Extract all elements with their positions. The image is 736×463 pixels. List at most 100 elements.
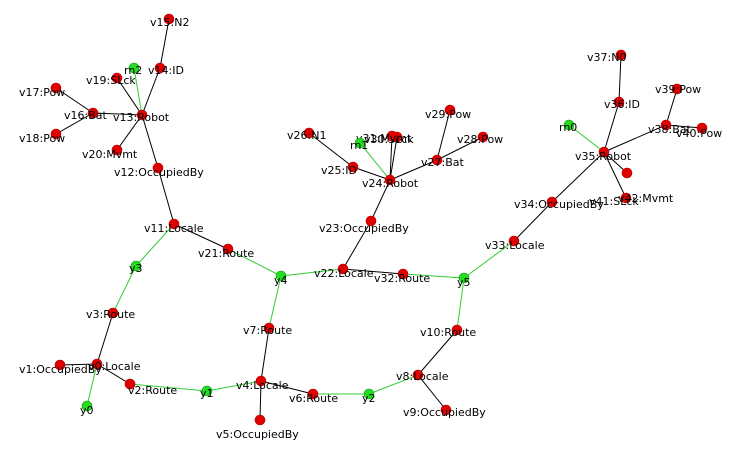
node-v27[interactable]: v27:Bat — [421, 154, 465, 169]
node-marker-v22[interactable] — [337, 263, 349, 275]
node-v14[interactable]: v14:ID — [148, 62, 184, 77]
node-v36[interactable]: v36:ID — [604, 96, 640, 111]
node-v40[interactable]: v40:Pow — [676, 122, 722, 140]
node-v15[interactable]: v15:N2 — [150, 13, 189, 29]
node-y4[interactable]: y4 — [274, 270, 288, 287]
node-v34[interactable]: v34:OccupiedBy — [514, 196, 604, 211]
node-y3[interactable]: y3 — [129, 260, 143, 275]
node-marker-v40[interactable] — [696, 122, 708, 134]
node-marker-y4[interactable] — [275, 270, 287, 282]
node-y2[interactable]: y2 — [362, 388, 376, 405]
node-marker-v17[interactable] — [50, 82, 62, 94]
node-marker-v24[interactable] — [384, 174, 396, 186]
node-v7[interactable]: v7:Route — [243, 322, 292, 337]
node-marker-v38[interactable] — [660, 119, 672, 131]
node-v5[interactable]: v5:OccupiedBy — [216, 414, 299, 441]
node-v35[interactable]: v35:Robot — [575, 146, 632, 163]
node-v32[interactable]: v32:Route — [374, 268, 430, 285]
node-marker-v13[interactable] — [136, 109, 148, 121]
node-marker-v3[interactable] — [107, 307, 119, 319]
node-rn0[interactable]: rn0 — [559, 119, 577, 134]
node-v4[interactable]: v4:Locale — [236, 375, 289, 392]
node-marker-y2[interactable] — [363, 388, 375, 400]
node-v21[interactable]: v21:Route — [198, 243, 254, 260]
node-v16[interactable]: v16:Bat — [64, 107, 108, 122]
node-marker-v8[interactable] — [412, 369, 424, 381]
node-marker-v33[interactable] — [508, 235, 520, 247]
node-marker-v27[interactable] — [431, 154, 443, 166]
node-marker-y1[interactable] — [201, 385, 213, 397]
node-marker-y3[interactable] — [130, 260, 142, 272]
node-rn1[interactable]: rn1 — [350, 137, 368, 152]
node-v18[interactable]: v18:Pow — [19, 128, 65, 145]
node-marker-v2[interactable] — [124, 378, 136, 390]
node-marker-v4[interactable] — [255, 375, 267, 387]
node-marker-v42[interactable] — [621, 167, 633, 179]
node-marker-v39[interactable] — [671, 83, 683, 95]
node-marker-v21[interactable] — [222, 243, 234, 255]
node-marker-v11[interactable] — [168, 218, 180, 230]
node-marker-v7[interactable] — [263, 322, 275, 334]
node-v11[interactable]: v11:Locale — [144, 218, 204, 235]
node-v10[interactable]: v10:Route — [420, 324, 476, 339]
node-marker-v18[interactable] — [50, 128, 62, 140]
node-marker-v29[interactable] — [444, 104, 456, 116]
node-y0[interactable]: y0 — [80, 400, 94, 417]
node-v25[interactable]: v25:ID — [321, 161, 359, 177]
node-marker-v5[interactable] — [254, 414, 266, 426]
node-marker-v1[interactable] — [54, 359, 66, 371]
node-marker-v37[interactable] — [615, 49, 627, 61]
node-marker-v31[interactable] — [386, 130, 398, 142]
node-marker-v15[interactable] — [163, 13, 175, 25]
node-v37[interactable]: v37:N0 — [587, 49, 627, 64]
node-marker-v6[interactable] — [307, 388, 319, 400]
node-marker-v26[interactable] — [303, 127, 315, 139]
node-marker-v36[interactable] — [613, 96, 625, 108]
node-v8[interactable]: v8:Locale — [396, 369, 449, 383]
node-v3[interactable]: v3:Route — [86, 307, 135, 321]
node-marker-v12[interactable] — [152, 162, 164, 174]
node-v26[interactable]: v26:N1 — [287, 127, 326, 142]
node-marker-v16[interactable] — [87, 107, 99, 119]
node-v2[interactable]: v2:Route — [124, 378, 177, 397]
node-marker-v35[interactable] — [598, 146, 610, 158]
node-marker-rn1[interactable] — [354, 137, 366, 149]
node-marker-v41[interactable] — [620, 192, 632, 204]
node-marker-rn0[interactable] — [563, 119, 575, 131]
node-v13[interactable]: v13:Robot — [113, 109, 170, 124]
node-marker-y5[interactable] — [458, 272, 470, 284]
node-y5[interactable]: y5 — [457, 272, 471, 289]
node-v22[interactable]: v22:Locale — [314, 263, 374, 280]
node-v20[interactable]: v20:Mvmt — [82, 144, 138, 161]
node-v41[interactable]: v41:SLck — [589, 192, 639, 208]
node-marker-v20[interactable] — [111, 144, 123, 156]
node-marker-v32[interactable] — [397, 268, 409, 280]
node-marker-v28[interactable] — [477, 131, 489, 143]
node-marker-v10[interactable] — [451, 324, 463, 336]
node-v6[interactable]: v6:Route — [289, 388, 338, 405]
node-v1[interactable]: v1:OccupiedBy — [19, 359, 102, 376]
node-v38[interactable]: v38:Bat — [648, 119, 692, 136]
node-v23[interactable]: v23:OccupiedBy — [319, 215, 409, 235]
node-marker-v23[interactable] — [365, 215, 377, 227]
node-marker-v34[interactable] — [546, 196, 558, 208]
node-y1[interactable]: y1 — [200, 385, 214, 400]
node-marker-v0[interactable] — [91, 358, 103, 370]
node-v19[interactable]: v19:SLck — [86, 72, 136, 87]
node-marker-rn2[interactable] — [128, 62, 140, 74]
node-marker-v9[interactable] — [440, 404, 452, 416]
node-v42[interactable]: v42:Mvmt — [618, 167, 674, 205]
node-v33[interactable]: v33:Locale — [485, 235, 545, 252]
node-v9[interactable]: v9:OccupiedBy — [403, 404, 486, 419]
node-v29[interactable]: v29:Pow — [425, 104, 471, 121]
node-v17[interactable]: v17:Pow — [19, 82, 65, 99]
node-marker-v14[interactable] — [154, 62, 166, 74]
node-v24[interactable]: v24:Robot — [362, 174, 419, 190]
node-v39[interactable]: v39:Pow — [655, 83, 701, 96]
node-marker-v25[interactable] — [347, 161, 359, 173]
node-marker-v19[interactable] — [111, 72, 123, 84]
node-marker-y0[interactable] — [81, 400, 93, 412]
node-v0[interactable]: v0:Locale — [88, 358, 141, 373]
node-rn2[interactable]: rn2 — [124, 62, 142, 77]
node-v31[interactable]: v31:Mvmt — [356, 130, 412, 145]
